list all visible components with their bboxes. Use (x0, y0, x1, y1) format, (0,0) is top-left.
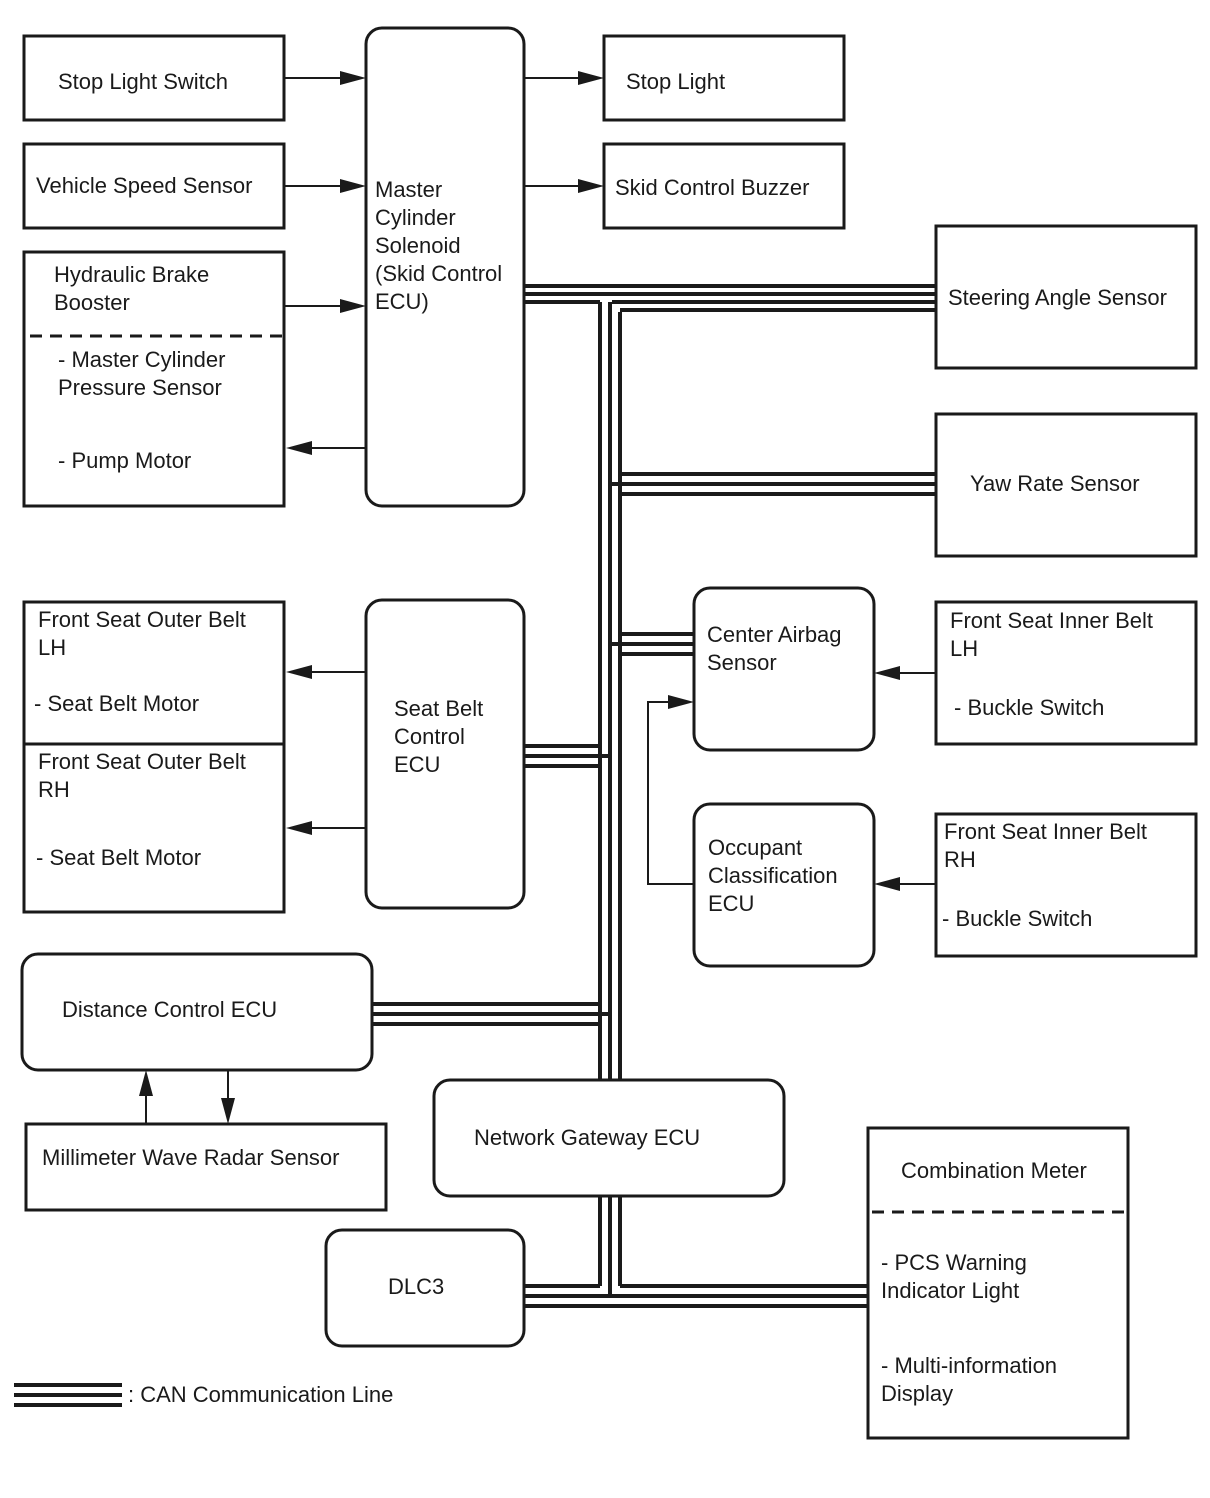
block-label: Sensor (707, 650, 777, 675)
block-steering-angle-sensor: Steering Angle Sensor (934, 224, 1198, 370)
block-sub-item: Indicator Light (881, 1278, 1019, 1303)
arrow-icon (286, 441, 312, 455)
block-master-cylinder-solenoid: Master Cylinder Solenoid (Skid Control E… (364, 26, 526, 508)
legend-label: : CAN Communication Line (128, 1382, 393, 1407)
block-label: RH (944, 847, 976, 872)
block-label: Occupant (708, 835, 802, 860)
block-label: Cylinder (375, 205, 456, 230)
block-label: (Skid Control (375, 261, 502, 286)
arrow-icon (340, 179, 366, 193)
block-label: RH (38, 777, 70, 802)
arrow-icon (286, 821, 312, 835)
block-seat-belt-control-ecu: Seat Belt Control ECU (364, 598, 526, 910)
block-sub-item: - Seat Belt Motor (36, 845, 201, 870)
block-sub-item: - Buckle Switch (954, 695, 1104, 720)
arrow-icon (286, 665, 312, 679)
block-stop-light: Stop Light (602, 34, 846, 122)
block-label: Seat Belt (394, 696, 483, 721)
block-label: LH (950, 636, 978, 661)
arrow-icon (668, 695, 694, 709)
arrow-icon (578, 71, 604, 85)
block-label: Stop Light (626, 69, 725, 94)
signal-wires (139, 71, 936, 1124)
block-label: Hydraulic Brake (54, 262, 209, 287)
block-vehicle-speed-sensor: Vehicle Speed Sensor (22, 142, 286, 230)
block-distance-control-ecu: Distance Control ECU (20, 952, 374, 1072)
block-label: Steering Angle Sensor (948, 285, 1167, 310)
block-label: ECU) (375, 289, 429, 314)
block-label: Network Gateway ECU (474, 1125, 700, 1150)
block-sub-item: - Buckle Switch (942, 906, 1092, 931)
block-label: Combination Meter (901, 1158, 1087, 1183)
block-label: Front Seat Outer Belt (38, 607, 246, 632)
block-label: Yaw Rate Sensor (970, 471, 1140, 496)
block-label: Front Seat Outer Belt (38, 749, 246, 774)
can-line-yaw (610, 308, 936, 496)
can-line-center-airbag (610, 632, 694, 656)
arrow-icon (874, 666, 900, 680)
block-label: Front Seat Inner Belt (950, 608, 1153, 633)
block-front-seat-inner-belt-rh: Front Seat Inner Belt RH - Buckle Switch (934, 812, 1198, 958)
arrow-icon (578, 179, 604, 193)
block-hydraulic-brake-booster: Hydraulic Brake Booster - Master Cylinde… (22, 250, 286, 508)
block-combination-meter: Combination Meter - PCS Warning Indicato… (866, 1126, 1130, 1440)
can-trunk-vertical (598, 302, 622, 1080)
block-label: ECU (708, 891, 754, 916)
arrow-icon (340, 299, 366, 313)
block-yaw-rate-sensor: Yaw Rate Sensor (934, 412, 1198, 558)
block-front-seat-outer-belt-lh: Front Seat Outer Belt LH - Seat Belt Mot… (22, 600, 286, 746)
block-label: Classification (708, 863, 838, 888)
can-line-distance-ecu (372, 1002, 610, 1026)
can-line-master-to-steering (524, 284, 936, 304)
block-front-seat-inner-belt-lh: Front Seat Inner Belt LH - Buckle Switch (934, 600, 1198, 746)
block-dlc3: DLC3 (324, 1228, 526, 1348)
block-front-seat-outer-belt-rh: Front Seat Outer Belt RH - Seat Belt Mot… (22, 742, 286, 914)
block-occupant-classification-ecu: Occupant Classification ECU (692, 802, 876, 968)
can-line-seat-belt-ecu (524, 744, 610, 768)
arrow-icon (874, 877, 900, 891)
arrow-icon (139, 1070, 153, 1096)
block-sub-item: Display (881, 1381, 953, 1406)
block-label: Solenoid (375, 233, 461, 258)
legend-can-line: : CAN Communication Line (14, 1382, 393, 1407)
can-line-gateway-lower (524, 1196, 868, 1308)
can-bus-lines (372, 284, 936, 1308)
block-label: ECU (394, 752, 440, 777)
block-sub-item: - Pump Motor (58, 448, 191, 473)
block-network-gateway-ecu: Network Gateway ECU (432, 1078, 786, 1198)
block-label: Center Airbag (707, 622, 842, 647)
block-label: Millimeter Wave Radar Sensor (42, 1145, 340, 1170)
arrow-icon (221, 1098, 235, 1124)
block-label: DLC3 (388, 1274, 444, 1299)
block-label: Stop Light Switch (58, 69, 228, 94)
block-label: Skid Control Buzzer (615, 175, 809, 200)
block-sub-item: - Master Cylinder (58, 347, 225, 372)
arrow-icon (340, 71, 366, 85)
block-center-airbag-sensor: Center Airbag Sensor (692, 586, 876, 752)
block-stop-light-switch: Stop Light Switch (22, 34, 286, 122)
block-label: Control (394, 724, 465, 749)
block-skid-control-buzzer: Skid Control Buzzer (602, 142, 846, 230)
block-label: Vehicle Speed Sensor (36, 173, 253, 198)
block-sub-item: Pressure Sensor (58, 375, 222, 400)
block-label: Booster (54, 290, 130, 315)
block-label: Distance Control ECU (62, 997, 277, 1022)
block-sub-item: - Seat Belt Motor (34, 691, 199, 716)
block-sub-item: - PCS Warning (881, 1250, 1027, 1275)
block-label: LH (38, 635, 66, 660)
block-label: Front Seat Inner Belt (944, 819, 1147, 844)
block-sub-item: - Multi-information (881, 1353, 1057, 1378)
block-millimeter-wave-radar-sensor: Millimeter Wave Radar Sensor (24, 1122, 388, 1212)
block-label: Master (375, 177, 442, 202)
